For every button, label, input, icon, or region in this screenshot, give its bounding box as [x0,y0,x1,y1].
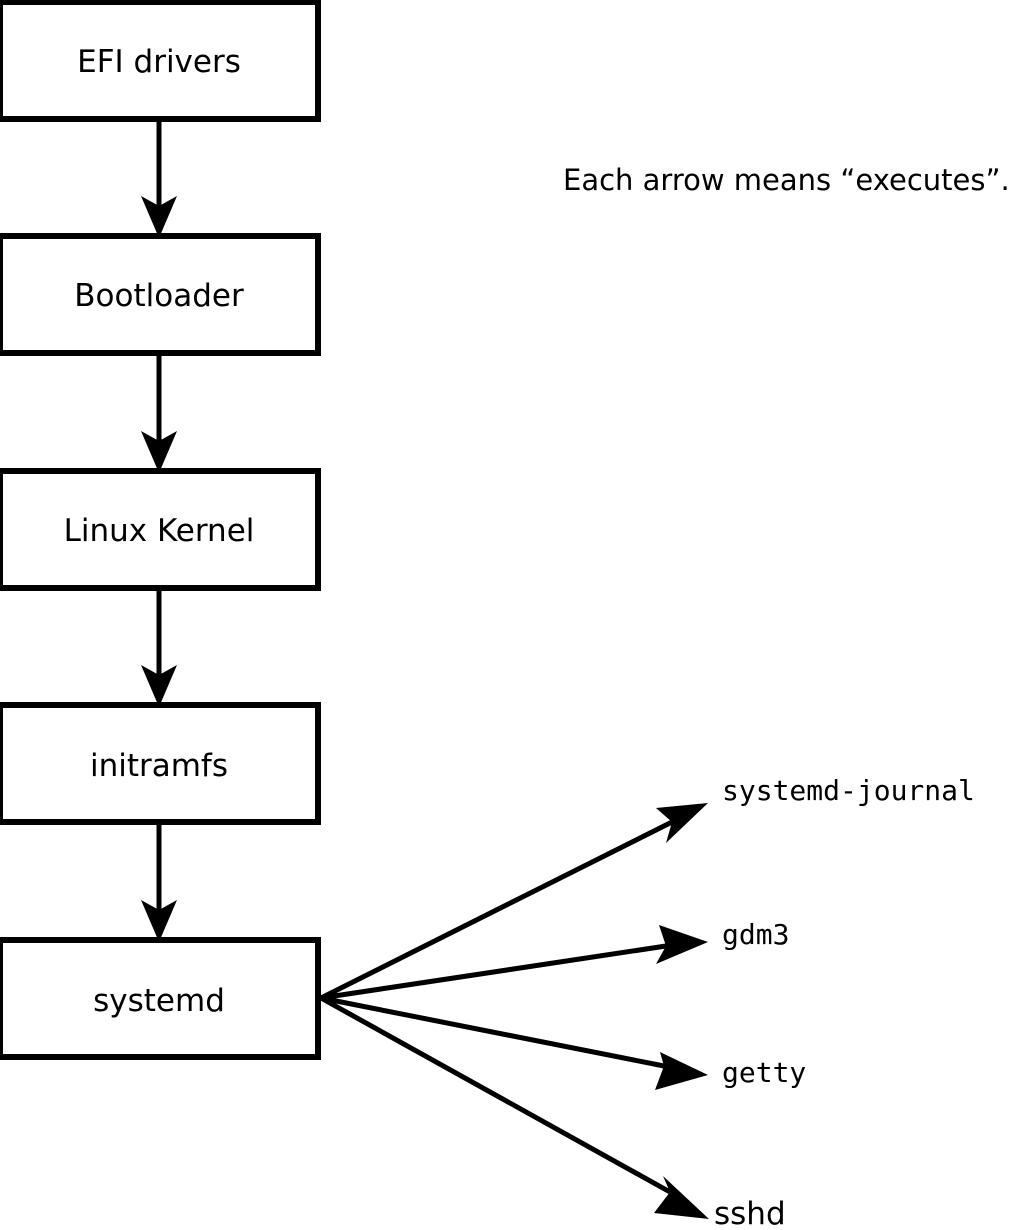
service-label-systemd-journal: systemd-journal [722,774,975,807]
box-label-linux-kernel: Linux Kernel [64,513,255,549]
fan-arrow-gdm3 [320,925,708,1001]
service-label-sshd: sshd [714,1196,786,1230]
fan-arrow-getty [320,995,708,1090]
box-linux-kernel[interactable]: Linux Kernel [0,468,321,591]
box-initramfs[interactable]: initramfs [0,702,321,825]
chain-arrow-efi-to-bootloader [141,119,177,238]
box-label-efi-drivers: EFI drivers [77,44,241,80]
fan-arrow-systemd-journal [319,803,708,1001]
box-label-initramfs: initramfs [90,748,228,784]
diagram-caption: Each arrow means “executes”. [563,163,1010,197]
box-label-systemd: systemd [93,983,225,1019]
chain-arrow-initramfs-to-systemd [141,822,177,942]
box-bootloader[interactable]: Bootloader [0,233,321,356]
box-systemd[interactable]: systemd [0,937,321,1060]
chain-arrow-bootloader-to-kernel [141,353,177,473]
service-label-getty: getty [722,1056,806,1089]
fan-arrow-sshd [319,995,709,1219]
box-label-bootloader: Bootloader [74,278,244,314]
box-efi-drivers[interactable]: EFI drivers [0,0,321,122]
chain-arrow-kernel-to-initramfs [141,588,177,707]
service-label-gdm3: gdm3 [722,918,789,951]
